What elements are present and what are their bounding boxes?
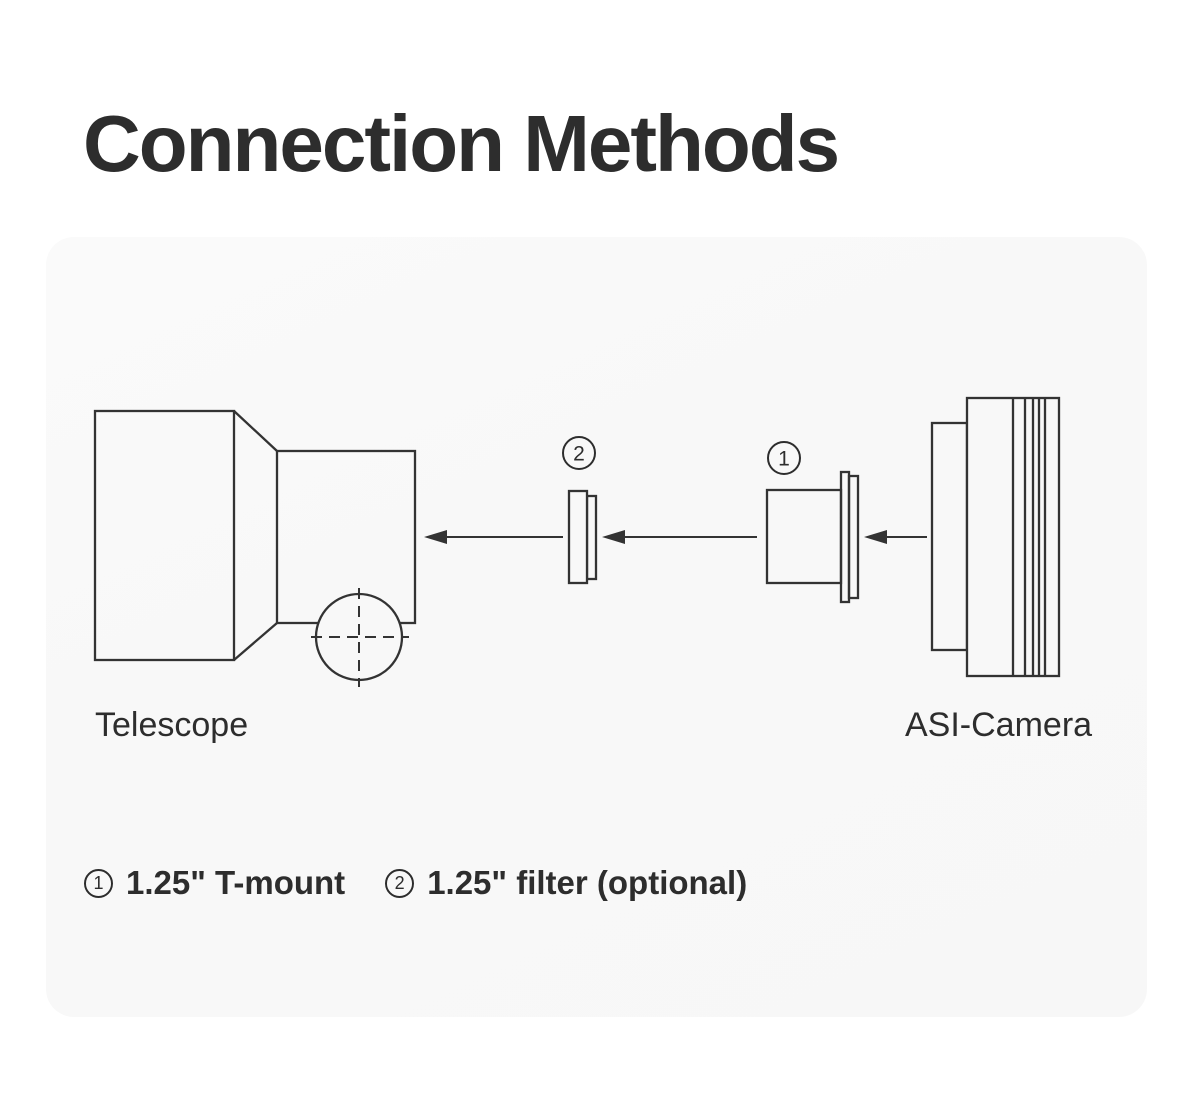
legend-item-filter: 2 1.25" filter (optional): [385, 864, 747, 902]
camera-label: ASI-Camera: [905, 706, 1093, 744]
telescope-tube: [93, 409, 236, 662]
arrowhead-left-icon: [602, 530, 625, 544]
arrowhead-left-icon: [864, 530, 887, 544]
tmount-marker-number: 1: [778, 448, 790, 471]
tmount-body: [765, 488, 843, 585]
legend-item-tmount: 1 1.25" T-mount: [84, 864, 345, 902]
legend-marker-1-icon: 1: [84, 868, 113, 898]
telescope-label: Telescope: [95, 706, 249, 744]
arrow-camera-to-tmount: [864, 530, 927, 544]
diagram-card: [46, 237, 1147, 1017]
telescope-taper-top-line: [233, 410, 278, 452]
camera-drawing: [930, 396, 1061, 678]
tmount-flange-inner: [839, 470, 851, 604]
arrow-filter-to-telescope: [424, 530, 563, 544]
arrowhead-left-icon: [424, 530, 447, 544]
tmount-drawing: 1: [765, 441, 860, 604]
telescope-taper-bottom-line: [233, 622, 278, 661]
tmount-marker-circle: [767, 441, 801, 475]
filter-drawing: 2: [562, 436, 598, 585]
legend-text-tmount: 1.25" T-mount: [126, 864, 346, 901]
telescope-drawing: [93, 409, 417, 687]
legend: 1 1.25" T-mount 2 1.25" filter (optional…: [84, 864, 747, 902]
filter-marker-number: 2: [573, 443, 585, 466]
legend-marker-2-icon: 2: [385, 868, 415, 898]
page-title: Connection Methods: [83, 99, 840, 188]
camera-front-plate: [930, 421, 969, 652]
arrow-tmount-to-filter: [602, 530, 757, 544]
tmount-flange-outer: [847, 474, 860, 600]
filter-marker-circle: [562, 436, 596, 470]
filter-front-ring: [567, 489, 589, 585]
filter-back-ring: [585, 494, 598, 581]
legend-text-filter: 1.25" filter (optional): [427, 864, 748, 901]
